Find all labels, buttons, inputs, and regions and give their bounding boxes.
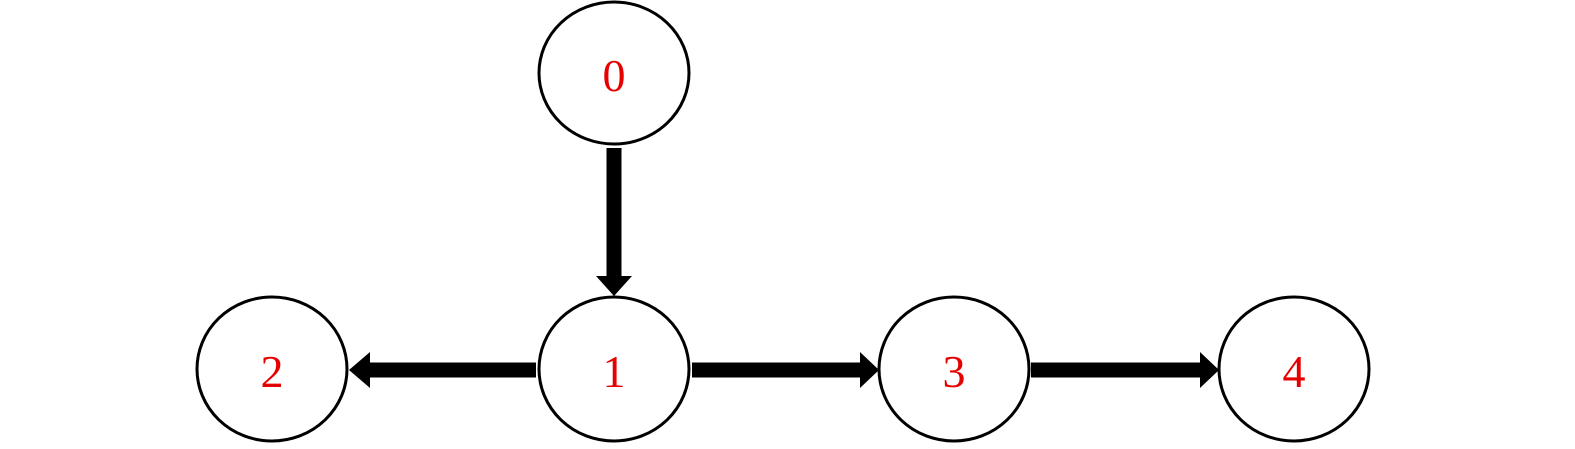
edge-3-to-4	[1031, 352, 1219, 388]
node-2-label: 2	[261, 346, 284, 397]
edge-0-to-1	[596, 148, 632, 296]
node-0: 0	[537, 0, 691, 146]
node-3-label: 3	[943, 346, 966, 397]
node-4: 4	[1217, 295, 1371, 443]
node-0-label: 0	[603, 50, 626, 101]
edge-1-to-2	[349, 352, 536, 388]
node-1-label: 1	[603, 346, 626, 397]
node-4-label: 4	[1283, 346, 1306, 397]
edge-1-to-3	[692, 352, 879, 388]
node-1: 1	[537, 295, 691, 443]
node-2: 2	[195, 295, 349, 443]
node-3: 3	[877, 295, 1031, 443]
